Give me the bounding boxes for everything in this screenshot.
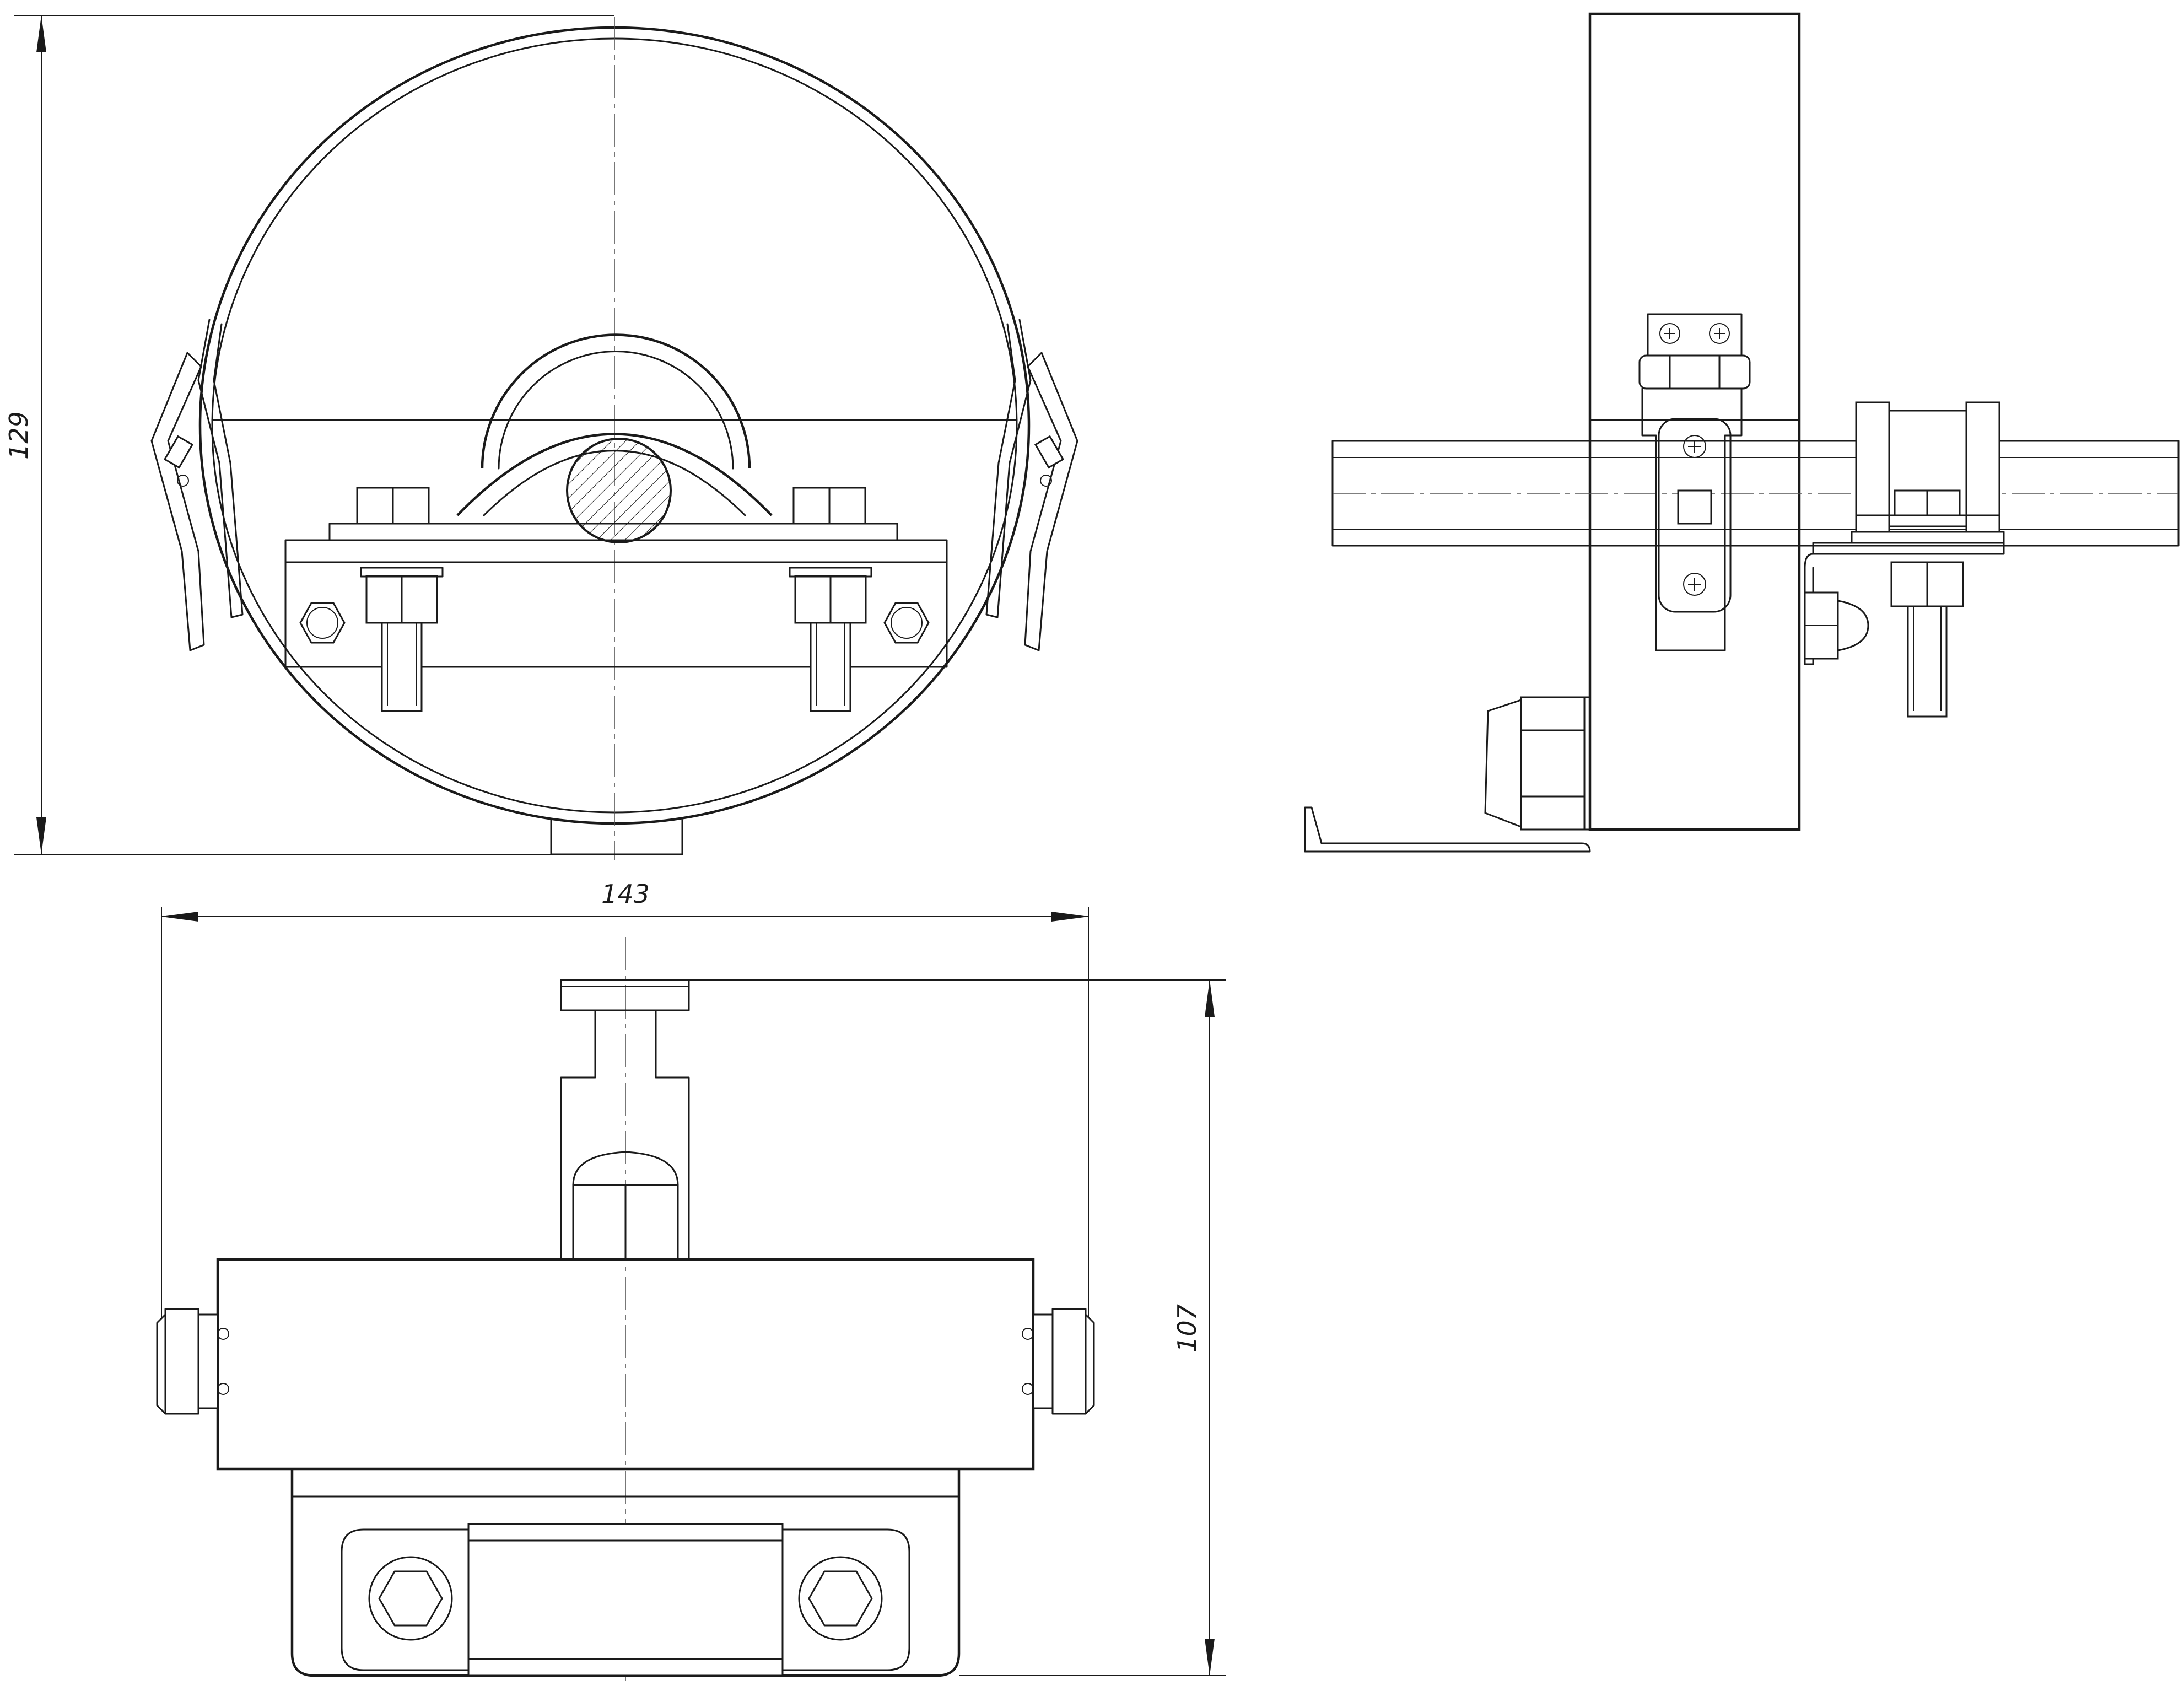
side-pipe-clamp bbox=[1804, 401, 2005, 718]
mounting-bracket bbox=[284, 561, 948, 668]
bottom-bracket bbox=[1304, 806, 1591, 853]
right-hex-nut bbox=[883, 602, 930, 644]
bottom-clamp-body bbox=[467, 1523, 784, 1677]
right-bottom-screw bbox=[798, 1556, 883, 1641]
side-view bbox=[1304, 12, 2180, 853]
top-view: 143 107 bbox=[156, 879, 1226, 1681]
bottom-clamp-plate bbox=[341, 1528, 470, 1671]
left-latch bbox=[150, 319, 244, 651]
shaft-section bbox=[566, 438, 672, 543]
housing-body-side bbox=[1588, 12, 1801, 831]
side-latch bbox=[1638, 313, 1751, 651]
left-hex-nut bbox=[299, 602, 346, 644]
dimension-label-depth: 107 bbox=[1172, 1304, 1202, 1353]
clamp-u-outer bbox=[456, 433, 773, 516]
dimension-width: 143 bbox=[161, 879, 1089, 1317]
dimension-depth: 107 bbox=[689, 979, 1226, 1676]
stem-flange bbox=[560, 979, 690, 1011]
left-bottom-screw bbox=[368, 1556, 453, 1641]
acorn-nut bbox=[1804, 591, 1869, 660]
bottom-tab bbox=[550, 819, 683, 855]
dimension-height: 129 bbox=[4, 15, 614, 855]
right-bolt bbox=[789, 487, 872, 712]
dimension-label-height: 129 bbox=[4, 411, 34, 460]
left-bolt bbox=[356, 487, 444, 712]
cable-gland bbox=[1484, 696, 1591, 831]
front-view: 129 bbox=[4, 15, 1078, 860]
mounting-plate bbox=[284, 539, 948, 563]
dimension-label-width: 143 bbox=[601, 879, 650, 909]
saddle-inner-arc bbox=[498, 351, 734, 470]
top-left-latch bbox=[156, 1308, 229, 1415]
top-right-latch bbox=[1022, 1308, 1095, 1415]
right-latch bbox=[985, 319, 1078, 651]
saddle-outer-arc bbox=[481, 333, 751, 469]
